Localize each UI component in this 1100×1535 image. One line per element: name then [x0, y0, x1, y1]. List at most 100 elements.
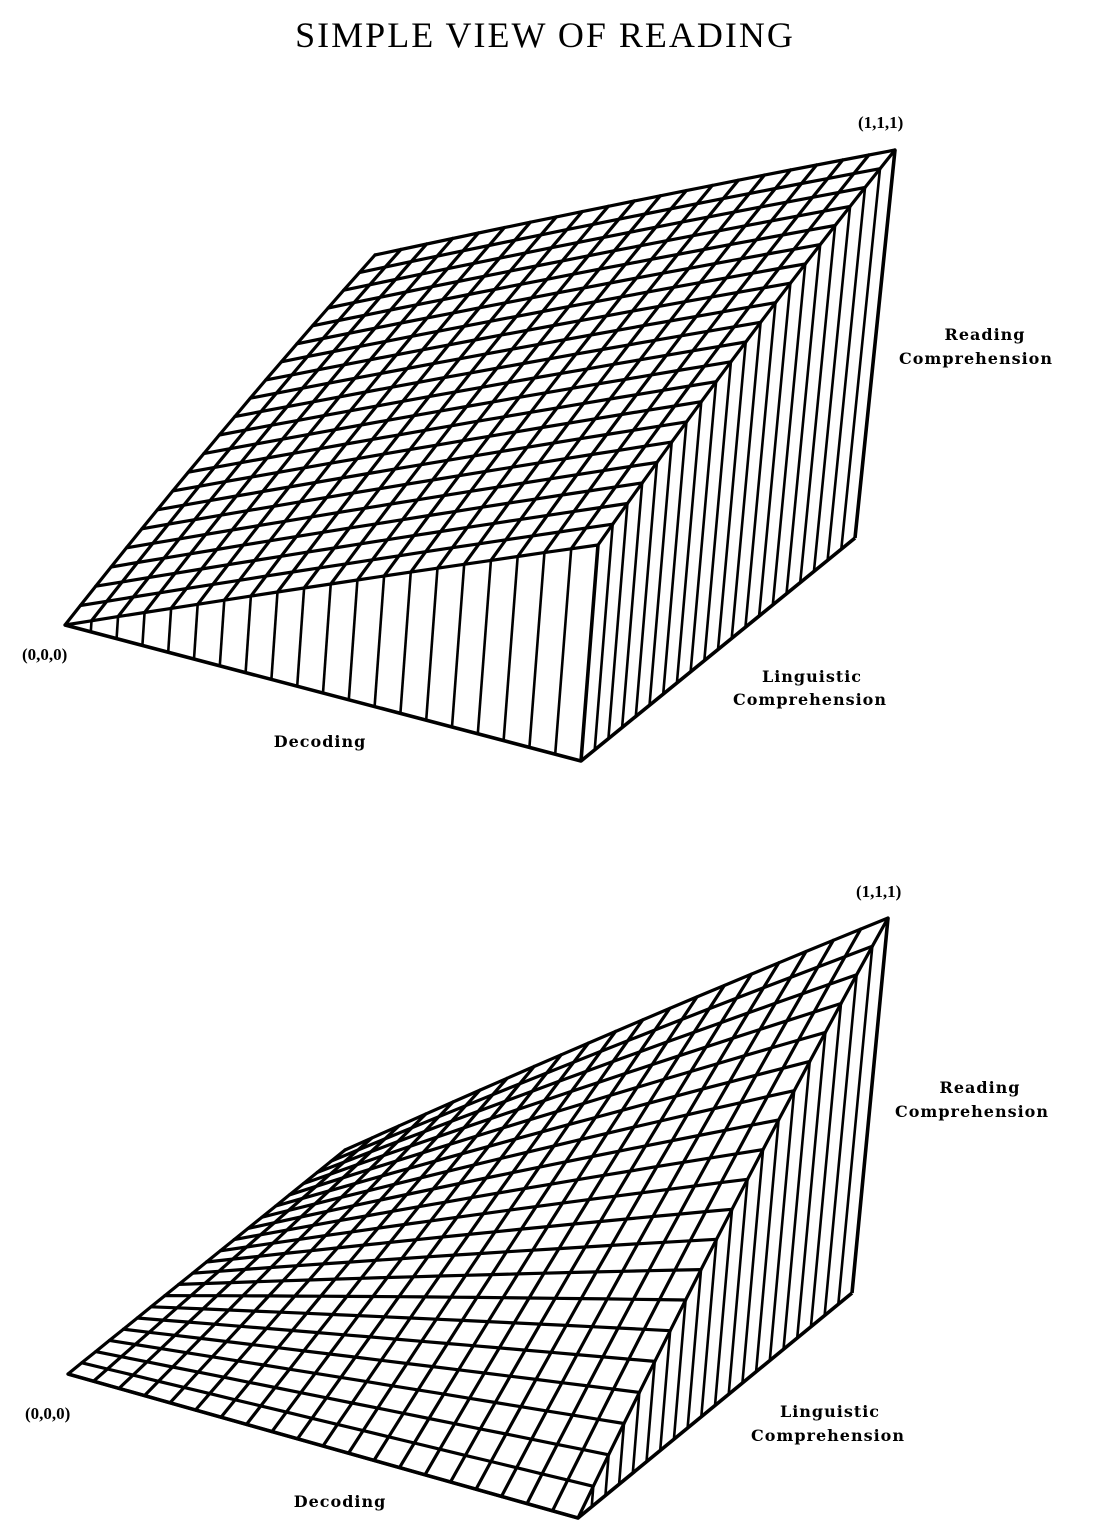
side-wall-face	[581, 150, 895, 761]
side-wall-line	[661, 421, 688, 695]
side-wall-line	[700, 1239, 718, 1417]
mesh-line-linguistic	[301, 1001, 843, 1186]
x-axis-label: Decoding	[274, 732, 367, 751]
front-wall-line	[89, 620, 93, 632]
mesh-line-decoding	[525, 938, 835, 1506]
x-axis-label: Decoding	[294, 1492, 387, 1511]
side-wall-line	[620, 482, 644, 728]
surface-walls	[65, 150, 895, 761]
side-wall-line	[645, 1361, 657, 1462]
mesh-line-linguistic	[260, 1089, 796, 1219]
mesh-line-decoding	[448, 972, 754, 1484]
side-wall-line	[768, 1090, 796, 1361]
mesh-line-decoding	[346, 1018, 645, 1455]
mesh-line-linguistic	[310, 223, 837, 328]
front-wall-line	[502, 556, 519, 741]
additive-surface-chart: (1,1,1) (0,0,0) Reading Comprehension Li…	[22, 113, 1053, 763]
surface-mesh	[63, 148, 897, 627]
side-wall-line	[727, 1179, 749, 1395]
mesh-line-decoding	[542, 158, 845, 555]
front-wall-line	[399, 571, 413, 714]
corner-edge	[579, 544, 600, 762]
side-wall-line	[634, 462, 659, 717]
mesh-line-linguistic	[217, 340, 748, 437]
side-wall-line	[798, 225, 837, 583]
side-wall-line	[593, 524, 615, 750]
front-wall-line	[450, 564, 466, 728]
side-wall-line	[716, 341, 748, 650]
mesh-line-decoding	[372, 1006, 672, 1463]
mesh-line-linguistic	[248, 301, 778, 400]
side-wall-line	[658, 1330, 672, 1451]
front-wall-line	[270, 591, 279, 680]
mesh-line-linguistic	[246, 1118, 781, 1231]
front-wall-line	[141, 612, 146, 646]
mesh-line-linguistic	[343, 916, 890, 1152]
z-axis-label-line1: Reading	[940, 1078, 1021, 1097]
mesh-line-linguistic	[232, 1147, 765, 1242]
mesh-line-linguistic	[357, 167, 882, 275]
y-axis-label-line2: Comprehension	[733, 690, 887, 709]
front-wall-line	[192, 604, 199, 660]
z-axis-label-line2: Comprehension	[895, 1102, 1049, 1121]
front-wall-line	[347, 579, 359, 700]
z-axis-label-line1: Reading	[945, 325, 1026, 344]
mesh-line-linguistic	[274, 1059, 812, 1208]
side-wall-line	[837, 946, 874, 1305]
side-wall-line	[741, 1149, 765, 1384]
side-wall-line	[757, 283, 792, 617]
side-wall-line	[744, 302, 777, 628]
mesh-line-decoding	[489, 168, 793, 563]
mesh-line-decoding	[550, 927, 863, 1513]
figure-title: SIMPLE VIEW OF READING	[295, 15, 795, 55]
side-wall-line	[675, 401, 703, 684]
mesh-line-linguistic	[373, 148, 897, 257]
corner-edge	[850, 917, 890, 1294]
side-wall-line	[604, 1454, 610, 1496]
side-wall-line	[785, 244, 822, 594]
mesh-line-linguistic	[315, 973, 859, 1175]
mesh-line-linguistic	[204, 1207, 734, 1264]
mesh-line-linguistic	[264, 281, 793, 382]
side-wall-line	[713, 1209, 734, 1406]
front-wall-line	[476, 560, 493, 734]
side-wall-line	[689, 381, 718, 672]
y-axis-label-line1: Linguistic	[780, 1402, 880, 1421]
y-axis-label-line2: Comprehension	[751, 1426, 905, 1445]
surface-mesh	[66, 916, 890, 1520]
front-wall-line	[424, 568, 439, 721]
mesh-line-linguistic	[295, 243, 822, 346]
base-edge	[67, 1291, 854, 1520]
mesh-line-decoding	[462, 173, 767, 566]
mesh-line-linguistic	[279, 262, 807, 364]
side-wall-line	[782, 1061, 812, 1350]
surface-walls	[68, 918, 888, 1518]
front-wall-line	[244, 596, 253, 673]
mesh-line-linguistic	[326, 204, 852, 310]
side-wall-line	[648, 442, 673, 706]
front-wall-line	[553, 548, 573, 755]
side-wall-line	[686, 1269, 703, 1429]
mesh-line-decoding	[382, 189, 688, 578]
side-wall-line	[631, 1392, 641, 1474]
mesh-line-decoding	[397, 995, 699, 1470]
mesh-line-decoding	[516, 163, 819, 559]
mesh-line-decoding	[409, 183, 714, 574]
mesh-line-linguistic	[329, 944, 874, 1163]
mesh-line-decoding	[474, 961, 781, 1491]
front-wall-face	[65, 545, 598, 761]
surface-outline	[67, 917, 890, 1520]
side-wall-line	[754, 1119, 780, 1372]
side-wall-line	[730, 322, 762, 639]
multiplicative-surface-chart: (1,1,1) (0,0,0) Reading Comprehension Li…	[25, 882, 1049, 1520]
mesh-line-decoding	[576, 916, 890, 1520]
mesh-line-decoding	[423, 983, 726, 1477]
y-axis-label-line1: Linguistic	[762, 667, 862, 686]
surface-outline	[64, 149, 897, 763]
mesh-line-decoding	[355, 194, 662, 582]
front-wall-line	[295, 587, 306, 687]
front-wall-line	[321, 583, 333, 694]
z-axis-label-line2: Comprehension	[899, 349, 1053, 368]
mesh-line-linguistic	[218, 1177, 750, 1253]
